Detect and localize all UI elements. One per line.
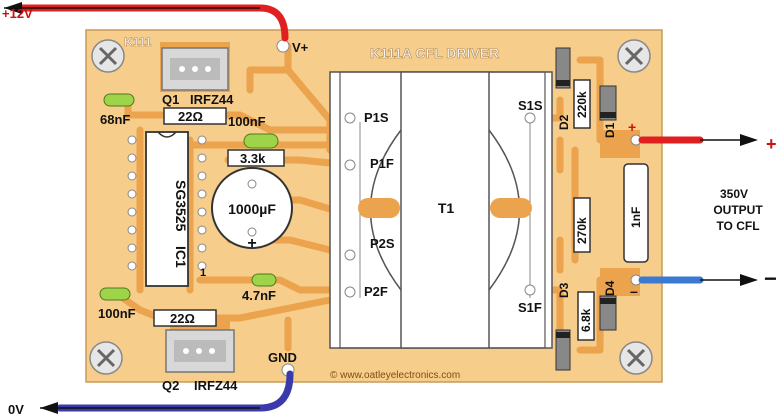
resistor-22r-bottom — [153, 309, 217, 327]
resistor-220k — [573, 79, 591, 129]
c100n-bottom-label: 100nF — [98, 306, 136, 321]
pad-minus-label: – — [630, 283, 638, 299]
q2-label: Q2 — [162, 378, 179, 393]
mounting-hole-bottom-left — [89, 341, 123, 375]
wire-output-negative — [638, 274, 758, 286]
diode-d2 — [555, 47, 571, 89]
output-plus-label: + — [766, 134, 777, 154]
resistor-3k3 — [227, 149, 285, 167]
d1-label: D1 — [603, 122, 617, 138]
transformer-slot-left — [358, 198, 400, 218]
pad-plus-label: + — [628, 119, 636, 135]
p2f-label: P2F — [364, 284, 388, 299]
resistor-6k8 — [577, 291, 595, 341]
transformer-slot-right — [490, 198, 532, 218]
mounting-hole-top-left — [91, 39, 125, 73]
wire-output-positive — [638, 134, 758, 146]
ic-pin1-label: 1 — [200, 267, 206, 279]
mounting-hole-top-right — [617, 39, 651, 73]
wire-12v-label: +12V — [2, 6, 33, 21]
transformer-pads — [344, 112, 536, 298]
r6k8-label: 6.8k — [579, 308, 593, 332]
ic1-pins — [127, 135, 207, 271]
diode-d4 — [599, 295, 617, 331]
output-line3: TO CFL — [716, 219, 759, 233]
q1-type-label: IRFZ44 — [190, 92, 234, 107]
c1000u-label: 1000µF — [228, 201, 276, 217]
r220k-label: 220k — [575, 91, 589, 118]
diode-d1 — [599, 85, 617, 121]
d3-label: D3 — [557, 282, 571, 298]
c100n-top-label: 100nF — [228, 114, 266, 129]
r22a-label: 22Ω — [178, 109, 203, 124]
c4n7-label: 4.7nF — [242, 288, 276, 303]
capacitor-1000uf — [211, 167, 293, 249]
mounting-hole-bottom-right — [619, 341, 653, 375]
capacitor-1nf — [623, 163, 649, 263]
capacitor-100nf-top — [243, 133, 279, 149]
copyright-text: © www.oatleyelectronics.com — [330, 370, 460, 381]
diode-d3 — [555, 329, 571, 371]
resistor-22r-top — [163, 107, 227, 125]
board-code: K111 — [124, 35, 152, 49]
d2-label: D2 — [557, 114, 571, 130]
capacitor-100nf-bottom — [99, 287, 131, 301]
r22b-label: 22Ω — [170, 311, 195, 326]
capacitor-68nf — [103, 93, 135, 107]
power-pad-vplus — [276, 39, 290, 53]
ic-name-label: SG3525 — [173, 180, 189, 232]
q1-label: Q1 — [162, 92, 179, 107]
transistor-q2 — [165, 329, 235, 373]
p2s-label: P2S — [370, 236, 395, 251]
wire-0v-label: 0V — [8, 402, 24, 417]
board-title: K111A CFL DRIVER — [370, 45, 499, 61]
s1f-label: S1F — [518, 300, 542, 315]
c68n-label: 68nF — [100, 112, 130, 127]
t1-label: T1 — [438, 200, 455, 216]
output-line2: OUTPUT — [713, 203, 763, 217]
vplus-label: V+ — [292, 40, 309, 55]
q2-type-label: IRFZ44 — [194, 378, 238, 393]
r3k3-label: 3.3k — [240, 151, 266, 166]
p1s-label: P1S — [364, 110, 389, 125]
wire-0v — [40, 370, 294, 414]
c1n-label: 1nF — [629, 207, 643, 228]
s1s-label: S1S — [518, 98, 543, 113]
resistor-270k — [573, 197, 591, 253]
gnd-label: GND — [268, 350, 297, 365]
ic1-sg3525 — [145, 131, 189, 287]
cap-plus-label: + — [247, 235, 256, 252]
output-line1: 350V — [720, 187, 748, 201]
p1f-label: P1F — [370, 156, 394, 171]
output-minus-label: − — [764, 266, 777, 291]
capacitor-4n7f — [251, 273, 277, 287]
r270k-label: 270k — [575, 217, 589, 244]
d4-label: D4 — [603, 280, 617, 296]
transistor-q1 — [161, 47, 229, 91]
wire-12v — [4, 2, 289, 42]
ic-ref-label: IC1 — [173, 246, 189, 268]
